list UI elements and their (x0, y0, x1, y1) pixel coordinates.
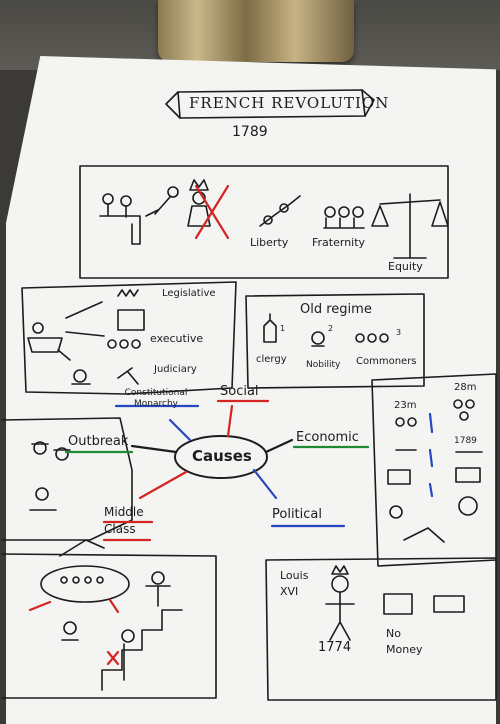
banner-tail-right (361, 89, 375, 117)
middle-class-label: Middle Class (104, 505, 144, 536)
link-social (226, 404, 234, 438)
figure-pointing-icon (145, 196, 171, 217)
crown-icon (189, 179, 209, 191)
estate-number-1: 1 (280, 324, 286, 333)
paper-sheet (6, 56, 496, 724)
estate-number-2: 2 (328, 324, 334, 333)
branch-arrows (57, 301, 105, 361)
estate-number-3: 3 (396, 328, 402, 337)
church-icon (263, 313, 277, 343)
outbreak-box (1, 417, 133, 541)
link-outbreak (130, 444, 178, 454)
banner-tail-left (165, 91, 181, 119)
link-political (252, 468, 278, 500)
outbreak-label: Outbreak (68, 434, 129, 449)
population-start-label: 23m (394, 400, 417, 411)
causes-label: Causes (192, 447, 252, 465)
government-box (21, 281, 237, 395)
middle-class-box (1, 553, 217, 699)
commoners-label: Commoners (356, 356, 417, 367)
nobility-label: Nobility (306, 360, 341, 370)
old-regime-box (245, 293, 425, 389)
king-crown-icon (331, 565, 349, 575)
old-regime-title: Old regime (300, 302, 372, 317)
link-constitutional (168, 418, 192, 442)
clergy-label: clergy (256, 354, 287, 365)
king-year-label: 1774 (318, 640, 352, 655)
constitutional-monarchy-label: Constitutional Monarchy (124, 388, 188, 409)
group-circle (40, 565, 130, 603)
page-title: FRENCH REVOLUTION (189, 94, 390, 112)
legislative-label: Legislative (162, 288, 216, 299)
year-label: 1789 (232, 124, 268, 140)
executive-label: executive (150, 332, 204, 345)
liberty-label: Liberty (250, 236, 289, 249)
social-label: Social (220, 384, 259, 399)
cross-mark-icon (194, 184, 230, 240)
equity-label: Equity (388, 260, 423, 273)
link-middle-class (138, 470, 188, 500)
population-end-label: 28m (454, 382, 477, 393)
ideals-box (79, 165, 449, 279)
judiciary-label: Judiciary (154, 364, 197, 375)
person-icon (102, 193, 114, 205)
wallet-icon (383, 593, 413, 615)
link-economic (264, 438, 294, 454)
fraternity-label: Fraternity (312, 236, 366, 249)
stairs-icon (101, 609, 183, 691)
no-money-label: No Money (386, 627, 423, 656)
king-label: Louis XVI (280, 569, 309, 598)
chain-icon (259, 195, 301, 227)
person-icon (120, 195, 132, 207)
political-label: Political (272, 507, 322, 522)
clipboard-clip (158, 0, 354, 62)
money-note-icon (433, 595, 465, 613)
scales-icon (379, 193, 441, 259)
bench-icon (99, 215, 141, 245)
group-icon (323, 217, 365, 229)
political-box (265, 557, 497, 701)
noble-icon (311, 331, 325, 345)
economy-year-label: 1789 (454, 436, 477, 446)
economic-label: Economic (296, 430, 359, 445)
trend-arrow-icon (59, 539, 105, 557)
causes-node (174, 435, 268, 479)
